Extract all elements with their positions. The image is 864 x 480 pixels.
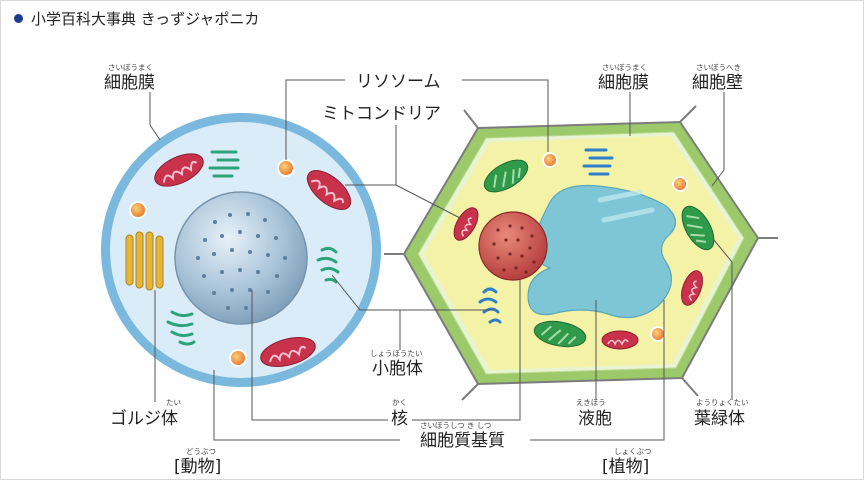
label-cytoplasm-ruby: さいぼうしつ き しつ [420,421,491,430]
plant-nucleus-pores [492,224,536,274]
label-plant-membrane-ruby: さいぼうまく [602,63,647,72]
chloroplasts [483,159,715,348]
plant-er [478,148,614,324]
label-chloroplast: 葉緑体 [694,409,745,429]
header-title: 小学百科大事典 きっずジャポニカ [31,9,260,28]
bullet-icon [14,13,23,23]
label-vesicle: 小胞体 [372,359,423,379]
plant-mitochondria [453,207,703,350]
label-nucleus-ruby: かく [392,398,407,407]
plant-lysosomes [542,152,688,342]
label-lysosome: リソソーム [356,72,441,92]
animal-golgi [125,231,164,291]
label-cell-wall-ruby: さいぼうへき [696,63,741,72]
label-animal-ruby: どうぶつ [186,447,216,456]
label-plant-membrane: 細胞膜 [598,73,649,93]
label-vacuole: 液胞 [578,409,612,429]
labels: さいぼうまく 細胞膜 リソソーム ミトコンドリア さいぼうまく 細胞膜 さいぼう… [104,63,749,477]
label-animal-membrane: 細胞膜 [104,73,155,93]
label-plant-ruby: しょくぶつ [614,447,652,456]
label-animal: [動物] [174,457,221,477]
label-golgi: ゴルジ体 [110,408,178,429]
label-nucleus: 核 [391,409,408,429]
nucleus-pores [196,212,287,310]
label-mitochondria: ミトコンドリア [322,104,441,124]
plant-nucleus-shape [478,211,548,281]
animal-mitochondria [154,153,352,367]
header: 小学百科大事典 きっずジャポニカ [14,7,259,29]
label-cell-wall: 細胞壁 [692,73,743,93]
animal-er [166,150,340,346]
leader-lines [149,79,733,441]
label-animal-membrane-ruby: さいぼうまく [108,63,153,72]
label-golgi-ruby: たい [166,398,181,407]
label-vacuole-ruby: えきほう [576,398,606,407]
vacuole-shape [527,184,677,319]
animal-nucleus-shape [174,191,308,325]
animal-cell [101,113,381,387]
plant-cell [384,105,778,401]
label-chloroplast-ruby: ようりょくたい [696,398,749,407]
animal-lysosomes [129,159,295,367]
label-vesicle-ruby: しょうほうたい [370,349,423,358]
wall-joints [384,105,778,401]
label-cytoplasm: 細胞質基質 [420,431,505,451]
label-plant: [植物] [602,457,649,477]
